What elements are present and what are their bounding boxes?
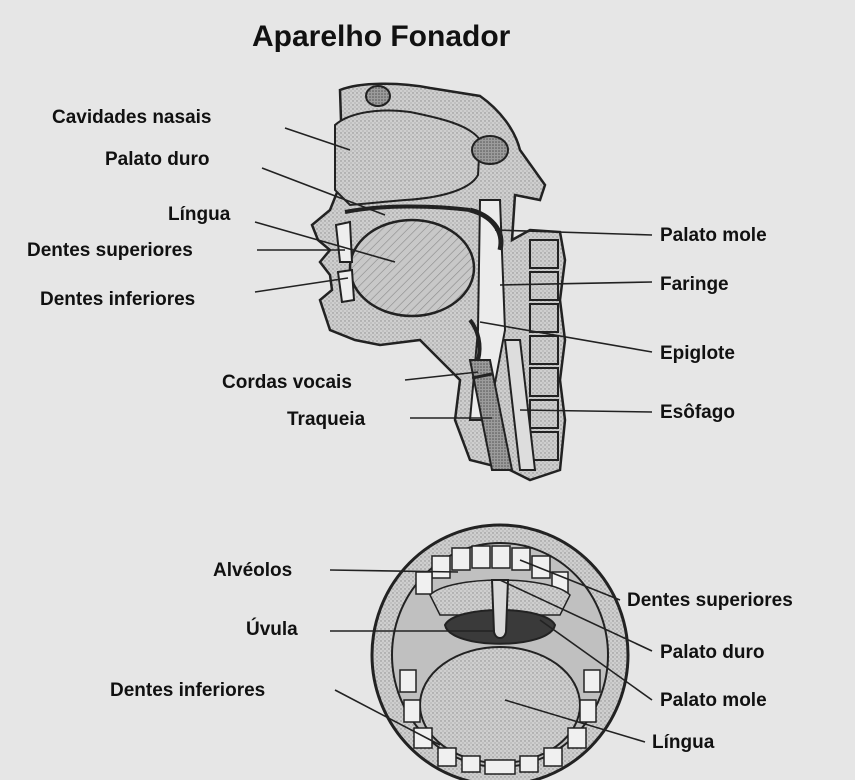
epiglottis (468, 318, 482, 361)
nasal-cavity (334, 109, 482, 207)
upper-teeth-row (415, 545, 569, 595)
soft-palate (469, 207, 504, 251)
lower-teeth-row (399, 669, 601, 775)
label-dentes-superiores-mouth: Dentes superiores (627, 590, 793, 611)
lower-teeth (336, 268, 356, 304)
label-lingua-mouth: Língua (652, 732, 715, 753)
hard-palate (344, 204, 471, 214)
vocal-cords (471, 372, 493, 380)
label-cavidades-nasais: Cavidades nasais (52, 107, 212, 128)
mouth-leader-lines (329, 559, 653, 746)
label-alveolos: Alvéolos (213, 560, 293, 581)
label-cordas-vocais: Cordas vocais (222, 372, 352, 393)
uvula (490, 579, 510, 639)
open-mouth-view (370, 523, 630, 780)
esophagus (503, 339, 537, 471)
label-dentes-superiores: Dentes superiores (27, 240, 193, 261)
label-faringe: Faringe (660, 274, 729, 295)
sinus-cavity (471, 135, 509, 165)
label-epiglote: Epiglote (660, 343, 735, 364)
label-uvula: Úvula (246, 619, 298, 640)
sagittal-leader-lines (254, 127, 653, 419)
label-traqueia: Traqueia (287, 409, 366, 430)
label-esofago: Esôfago (660, 402, 735, 423)
page-title: Aparelho Fonador (252, 20, 511, 53)
frontal-sinus (365, 85, 391, 107)
label-dentes-inferiores-mouth: Dentes inferiores (110, 680, 266, 701)
label-palato-duro-mouth: Palato duro (660, 642, 765, 663)
label-palato-duro: Palato duro (105, 149, 210, 170)
label-lingua: Língua (168, 204, 231, 225)
label-palato-mole-mouth: Palato mole (660, 690, 767, 711)
head-sagittal-section (310, 82, 567, 482)
tongue (348, 218, 476, 318)
spine (529, 239, 559, 461)
trachea (468, 359, 514, 471)
label-palato-mole: Palato mole (660, 225, 767, 246)
label-dentes-inferiores: Dentes inferiores (40, 289, 196, 310)
